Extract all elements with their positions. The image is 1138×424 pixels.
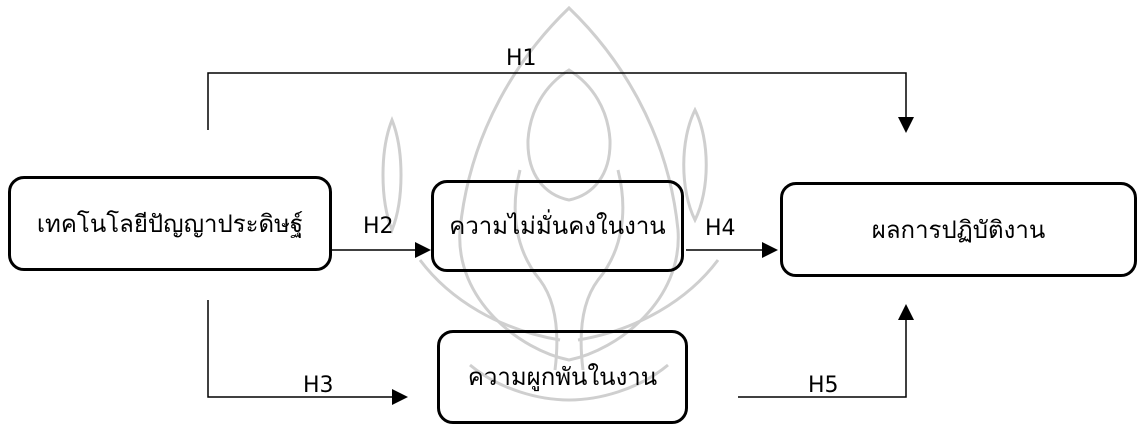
edge-h1-line <box>207 72 907 130</box>
node-job-insecurity: ความไม่มั่นคงในงาน <box>431 180 684 272</box>
node-work-engagement-label: ความผูกพันในงาน <box>467 363 658 391</box>
edge-label-h5: H5 <box>808 373 839 398</box>
edge-label-h1: H1 <box>506 46 537 71</box>
edge-h4-arrowhead <box>762 242 778 258</box>
edge-h3-arrowhead <box>392 389 408 405</box>
edge-h2-arrowhead <box>415 242 431 258</box>
node-work-engagement: ความผูกพันในงาน <box>437 330 688 424</box>
edge-label-h3: H3 <box>303 373 334 398</box>
edge-h1-arrowhead <box>898 117 914 133</box>
edge-label-h2: H2 <box>363 214 394 239</box>
node-job-performance-label: ผลการปฏิบัติงาน <box>871 215 1046 244</box>
edge-h5-arrowhead <box>898 304 914 320</box>
node-job-insecurity-label: ความไม่มั่นคงในงาน <box>449 212 666 240</box>
node-ai-technology: เทคโนโลยีปัญญาประดิษฐ์ <box>8 176 332 271</box>
node-job-performance: ผลการปฏิบัติงาน <box>780 182 1137 277</box>
edge-h5-line <box>738 312 907 398</box>
edge-label-h4: H4 <box>705 216 736 241</box>
edge-h3-line <box>207 300 395 398</box>
node-ai-technology-label: เทคโนโลยีปัญญาประดิษฐ์ <box>36 209 304 238</box>
